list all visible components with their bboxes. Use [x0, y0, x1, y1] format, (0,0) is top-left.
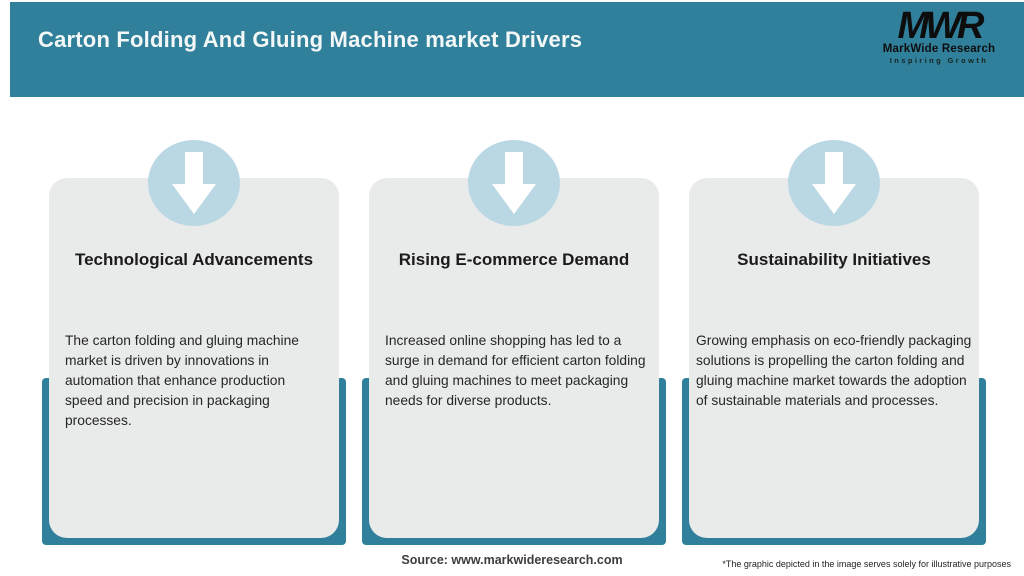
disclaimer-text: *The graphic depicted in the image serve… — [722, 559, 1011, 569]
card-body-text: Growing emphasis on eco-friendly packagi… — [696, 333, 972, 408]
card-panel: Sustainability Initiatives Growing empha… — [689, 178, 979, 538]
card-body-text: The carton folding and gluing machine ma… — [65, 333, 299, 428]
card-title: Rising E-commerce Demand — [398, 250, 630, 269]
driver-card-sustainability-initiatives: Sustainability Initiatives Growing empha… — [682, 130, 986, 545]
card-panel: Rising E-commerce Demand Increased onlin… — [369, 178, 659, 538]
driver-card-technological-advancements: Technological Advancements The carton fo… — [42, 130, 346, 545]
card-panel: Technological Advancements The carton fo… — [49, 178, 339, 538]
card-body-text: Increased online shopping has led to a s… — [385, 333, 646, 408]
down-arrow-icon — [468, 140, 560, 226]
logo-tagline: Inspiring Growth — [889, 56, 989, 65]
source-text: Source: www.markwideresearch.com — [401, 553, 623, 567]
page-title: Carton Folding And Gluing Machine market… — [38, 27, 583, 52]
down-arrow-icon — [788, 140, 880, 226]
driver-card-rising-ecommerce-demand: Rising E-commerce Demand Increased onlin… — [362, 130, 666, 545]
card-title: Sustainability Initiatives — [737, 250, 931, 269]
card-title: Technological Advancements — [74, 250, 314, 269]
logo-acronym: MWR — [897, 5, 985, 47]
markwide-research-logo: MWR MarkWide Research Inspiring Growth — [864, 5, 1014, 65]
header-bar: Carton Folding And Gluing Machine market… — [10, 2, 1024, 97]
down-arrow-icon — [148, 140, 240, 226]
logo-name: MarkWide Research — [882, 43, 996, 55]
